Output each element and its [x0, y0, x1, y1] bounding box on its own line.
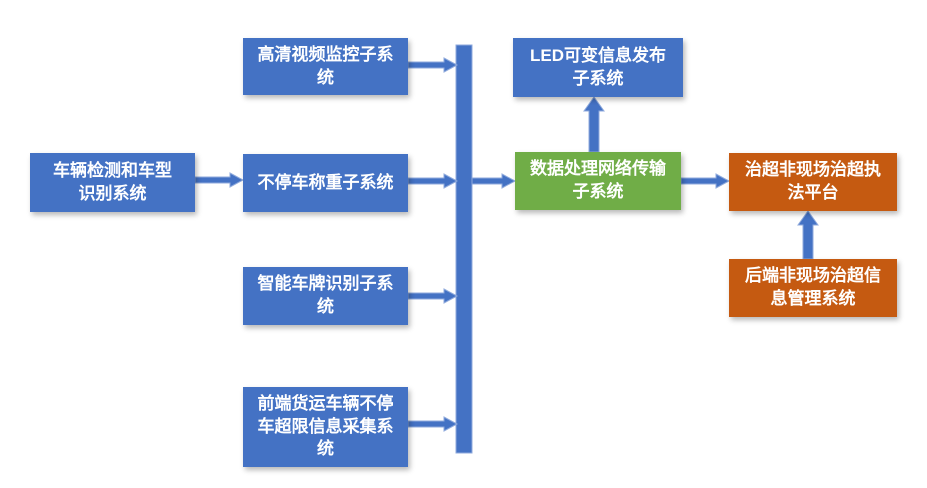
arrow-data-to-platform: [680, 173, 731, 189]
node-led-display: LED可变信息发布 子系统: [513, 38, 683, 97]
arrow-backend-to-platform: [797, 210, 819, 260]
node-enforcement-platform: 治超非现场治超执 法平台: [729, 153, 897, 211]
node-data-processing: 数据处理网络传输 子系统: [515, 152, 681, 210]
arrow-data-to-led: [583, 96, 605, 153]
node-hd-video: 高清视频监控子系 统: [243, 38, 408, 95]
node-vehicle-detection: 车辆检测和车型 识别系统: [30, 153, 195, 212]
node-plate-recognition: 智能车牌识别子系 统: [243, 267, 408, 325]
arrow-hdvideo-to-bus: [407, 57, 459, 73]
arrow-plate-to-bus: [407, 288, 459, 304]
node-backend-management: 后端非现场治超信 息管理系统: [729, 259, 897, 317]
node-front-collection: 前端货运车辆不停 车超限信息采集系 统: [243, 387, 408, 467]
node-weigh-in-motion: 不停车称重子系统: [243, 154, 408, 212]
arrow-vehicle-to-weigh: [194, 172, 245, 188]
arrow-weigh-to-bus: [407, 173, 459, 189]
arrow-front-to-bus: [407, 416, 459, 432]
arrow-bus-to-data: [471, 173, 517, 189]
bus-bar: [455, 44, 473, 454]
